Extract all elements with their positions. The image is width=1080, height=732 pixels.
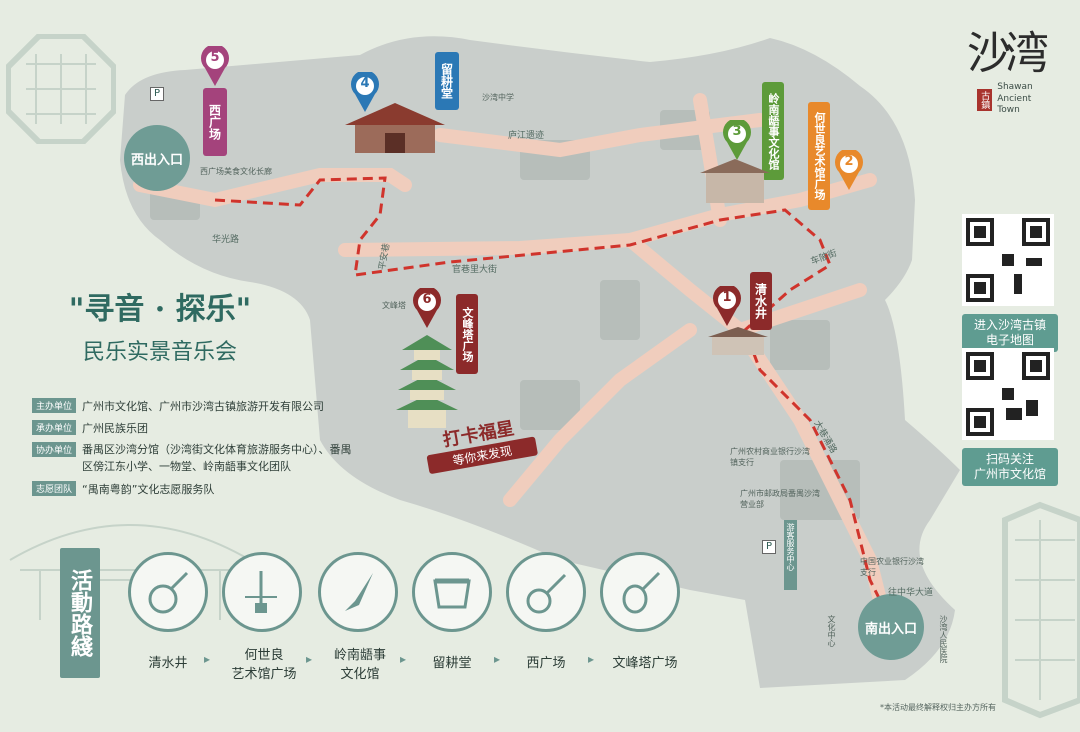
- marker-1-label[interactable]: 清水井: [750, 272, 772, 330]
- place-label: 沙湾人民医院: [939, 615, 948, 663]
- marker-2-number: 2: [844, 154, 854, 169]
- temple-building-icon: [345, 103, 445, 153]
- organizer-list: 主办单位广州市文化馆、广州市沙湾古镇旅游开发有限公司 承办单位广州民族乐团 协办…: [32, 398, 352, 503]
- decorative-lattice-right: [1002, 501, 1080, 719]
- event-title: "寻音 · 探乐" 民乐实景音乐会: [25, 284, 295, 366]
- qr-caption: 进入沙湾古镇电子地图: [962, 314, 1058, 352]
- erhu-icon: [222, 552, 302, 632]
- organizer-row: 协办单位番禺区沙湾分馆（沙湾街文化体育旅游服务中心）、番禺区傍江东小学、一物堂、…: [32, 442, 352, 475]
- organizer-row: 志愿团队“禺南粤韵”文化志愿服务队: [32, 481, 352, 497]
- qr-code-icon: [962, 214, 1054, 306]
- pagoda-icon: [396, 335, 458, 428]
- route-arrow-icon: ▸: [400, 652, 407, 666]
- route-arrow-icon: ▸: [494, 652, 501, 666]
- hall-building-icon: [700, 159, 770, 203]
- marker-3-label[interactable]: 岭南龉事文化馆: [762, 82, 784, 180]
- parking-icon: P: [762, 540, 776, 554]
- place-label: 广州市邮政局番禺沙湾营业部: [740, 489, 820, 509]
- route-stop: 西广场: [526, 656, 566, 671]
- sanxian-icon: [506, 552, 586, 632]
- place-label: 广州农村商业银行沙湾镇支行: [730, 447, 810, 467]
- place-label: 文化中心: [827, 615, 836, 647]
- place-label: 西广场美食文化长廊: [200, 167, 272, 176]
- route-arrow-icon: ▸: [204, 652, 211, 666]
- decorative-building-outline: [9, 524, 251, 620]
- route-stop: 清水井: [148, 656, 188, 671]
- organizer-row: 主办单位广州市文化馆、广州市沙湾古镇旅游开发有限公司: [32, 398, 352, 414]
- logo-calligraphy: 沙湾: [967, 28, 1049, 79]
- road-label: 华光路: [212, 235, 240, 245]
- english-line-3: Town: [997, 105, 1020, 116]
- pipa-icon: [600, 552, 680, 632]
- marker-4-label[interactable]: 留耕堂: [435, 52, 459, 110]
- suona-icon: [318, 552, 398, 632]
- qr-block-map[interactable]: 进入沙湾古镇电子地图: [962, 214, 1058, 352]
- road-label: 往中华大道: [888, 588, 934, 598]
- marker-5-number: 5: [210, 50, 220, 65]
- route-arrow-icon: ▸: [306, 652, 313, 666]
- place-label: 沙湾中学: [482, 93, 514, 102]
- logo-stamp: 古鎮: [977, 88, 993, 111]
- marker-3-pin[interactable]: [722, 120, 752, 160]
- marker-1-pin[interactable]: [712, 286, 742, 326]
- ruan-icon: [128, 552, 208, 632]
- marker-1-number: 1: [722, 290, 732, 305]
- marker-3-number: 3: [732, 124, 742, 139]
- marker-4-pin[interactable]: [350, 72, 380, 112]
- footer-note: *本活动最终解释权归主办方所有: [880, 703, 996, 712]
- english-line-1: Shawan: [997, 82, 1033, 92]
- marker-6-label[interactable]: 文峰塔广场: [456, 294, 478, 374]
- marker-4-number: 4: [360, 76, 370, 91]
- english-line-2: Ancient: [997, 93, 1032, 104]
- title-main: "寻音 · 探乐": [68, 292, 252, 327]
- marker-6-number: 6: [422, 292, 432, 307]
- marker-5-pin[interactable]: [200, 46, 230, 86]
- marker-5-label[interactable]: 西广场: [203, 88, 227, 156]
- route-stop: 何世良艺术馆广场: [231, 648, 297, 682]
- road-label: 官巷里大街: [452, 265, 498, 275]
- road-label: 庐江遗迹: [508, 131, 545, 141]
- route-stop: 文峰塔广场: [612, 656, 678, 671]
- route-stop: 留耕堂: [432, 656, 472, 671]
- drum-icon: [412, 552, 492, 632]
- qr-caption: 扫码关注广州市文化馆: [962, 448, 1058, 486]
- brand-logo: 沙湾 古鎮 Shawan Ancient Town: [960, 32, 1050, 117]
- well-building-icon: [708, 327, 768, 355]
- qr-code-icon: [962, 348, 1054, 440]
- marker-2-pin[interactable]: [834, 150, 864, 190]
- route-stop: 岭南龉事文化馆: [333, 648, 386, 682]
- marker-6-pin[interactable]: [412, 288, 442, 328]
- place-label: 中国农业银行沙湾支行: [860, 557, 924, 577]
- qr-block-wechat[interactable]: 扫码关注广州市文化馆: [962, 348, 1058, 486]
- place-label: 文峰塔: [382, 301, 406, 310]
- route-label: 活動路綫: [60, 548, 100, 678]
- south-entrance[interactable]: 南出入口: [858, 594, 924, 660]
- decorative-lattice-left: [6, 34, 116, 144]
- parking-icon: P: [150, 87, 164, 101]
- organizer-row: 承办单位广州民族乐团: [32, 420, 352, 436]
- title-sub: 民乐实景音乐会: [82, 340, 237, 365]
- route-arrow-icon: ▸: [588, 652, 595, 666]
- place-label: 游客服务中心: [784, 520, 797, 590]
- marker-2-label[interactable]: 何世良艺术馆广场: [808, 102, 830, 210]
- west-entrance[interactable]: 西出入口: [124, 125, 190, 191]
